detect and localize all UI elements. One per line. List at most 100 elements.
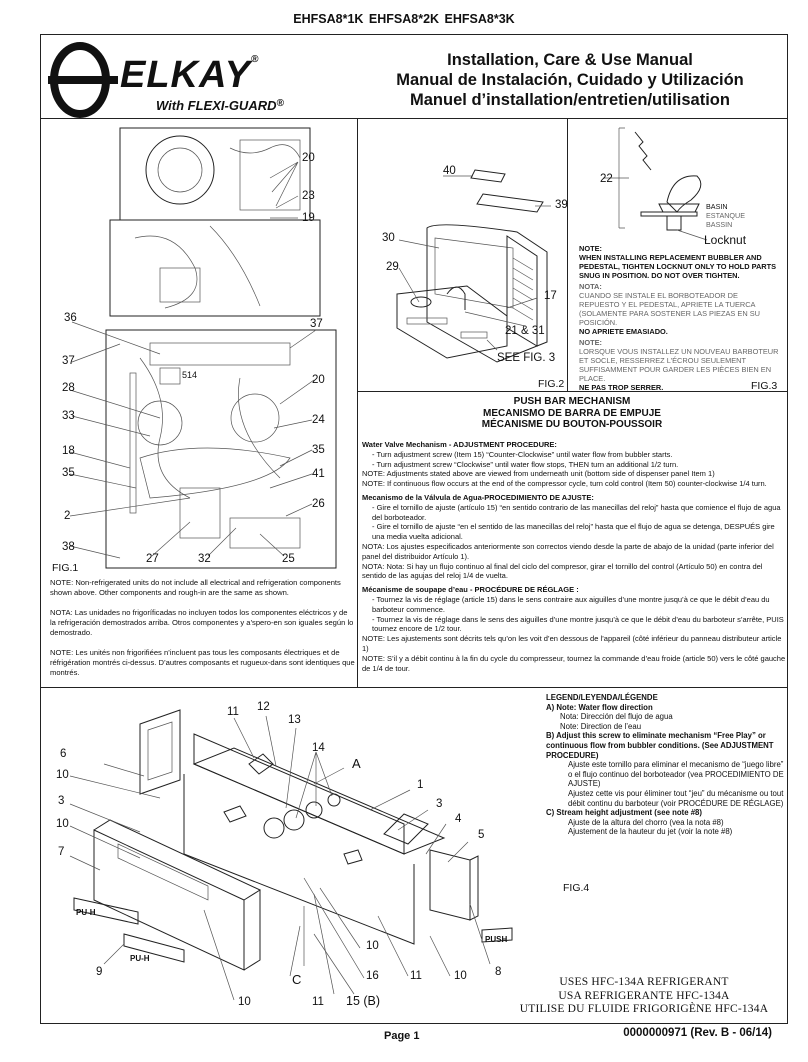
legend-c-es: Ajuste de la altura del chorro (vea la n… — [568, 817, 724, 827]
basin-en: BASIN — [706, 202, 728, 211]
legend: LEGEND/LEYENDA/LÉGENDE A) Note: Water fl… — [546, 693, 786, 837]
fig4-callout-7: 7 — [58, 846, 65, 858]
fig1-callout-35-left: 35 — [62, 467, 75, 479]
legend-a-es: Nota: Dirección del flujo de agua — [560, 712, 673, 722]
en-step-2: - Turn adjustment screw “Clockwise” unti… — [372, 459, 679, 469]
basin-es: ESTANQUE — [706, 211, 746, 220]
fig3-note1-body: WHEN INSTALLING REPLACEMENT BUBBLER AND … — [579, 253, 777, 280]
elkay-logo: ELKAY® With FLEXI-GUARD® — [40, 36, 340, 120]
fig3-note1-head: NOTE: — [579, 244, 602, 253]
fig1-callout-38: 38 — [62, 541, 75, 553]
fig4-callout-3-left: 3 — [58, 795, 65, 807]
fig4-callout-11-top: 11 — [227, 706, 239, 718]
fig1-callout-35-right: 35 — [312, 444, 325, 456]
fig1-callout-18: 18 — [62, 445, 75, 457]
fig4-panel-label-1: PU-H — [76, 908, 96, 917]
fig4-label: FIG.4 — [563, 882, 590, 894]
fr-procedure-head: Mécanisme de soupape d’eau - PROCÉDURE D… — [362, 585, 579, 595]
fig4-callout-15-B: 15 (B) — [346, 994, 381, 1008]
brand-name: ELKAY® — [120, 54, 260, 96]
legend-a-fr: Note: Direction de l’eau — [560, 721, 642, 731]
fr-note-2: NOTE: S’il y a débit continu à la fin du… — [362, 653, 786, 673]
fig1-callout-28: 28 — [62, 382, 75, 394]
fig1-notes: NOTE: Non-refrigerated units do not incl… — [50, 578, 355, 688]
fig1-callout-20-mid: 20 — [312, 374, 325, 386]
fig3-basin-label: BASIN ESTANQUE BASSIN — [706, 202, 745, 229]
fig2-cabinet-diagram — [396, 169, 551, 363]
fig3-notes: NOTE: WHEN INSTALLING REPLACEMENT BUBBLE… — [579, 244, 779, 392]
fig3-note2-head: NOTA: — [579, 282, 602, 291]
title-fr: Manuel d’installation/entretien/utilisat… — [410, 91, 730, 109]
title-es: Manual de Instalación, Cuidado y Utiliza… — [396, 71, 744, 89]
fig3-note2-tail: NO APRIETE EMASIADO. — [579, 327, 668, 336]
fig4-callout-11-bottom: 11 — [312, 996, 324, 1008]
fig3-note3-head: NOTE: — [579, 338, 602, 347]
es-note-1: NOTA: Los ajustes especificados anterior… — [362, 541, 774, 561]
push-bar-heading: PUSH BAR MECHANISM MECANISMO DE BARRA DE… — [358, 396, 786, 431]
fig4-callout-8: 8 — [495, 966, 502, 978]
fig3-note2-body: CUANDO SE INSTALE EL BORBOTEADOR DE REPU… — [579, 291, 760, 327]
fig4-callout-10-a: 10 — [56, 769, 69, 781]
push-bar-heading-fr: MÉCANISME DU BOUTON-POUSSOIR — [481, 419, 663, 430]
fr-step-1: - Tournez la vis de réglage (article 15)… — [372, 594, 770, 614]
title-en: Installation, Care & Use Manual — [447, 51, 693, 69]
fig4-callout-10-e: 10 — [454, 970, 467, 982]
fig4-panel-label-2: PU-H — [130, 954, 150, 963]
en-note-2: NOTE: If continuous flow occurs at the e… — [362, 479, 767, 489]
legend-b-es: Ajuste este tornillo para eliminar el me… — [568, 760, 784, 789]
fig4-callout-4: 4 — [455, 813, 462, 825]
fig4-callout-9: 9 — [96, 966, 103, 978]
fig1-callout-41: 41 — [312, 468, 325, 480]
refrigerant-fr: UTILISE DU FLUIDE FRIGORIGÈNE HFC-134A — [519, 1003, 769, 1015]
push-bar-panel — [357, 391, 788, 688]
push-bar-procedure: Water Valve Mechanism - ADJUSTMENT PROCE… — [362, 436, 786, 673]
en-procedure-head: Water Valve Mechanism - ADJUSTMENT PROCE… — [362, 440, 557, 449]
basin-fr: BASSIN — [706, 220, 733, 229]
fig4-callout-12: 12 — [257, 701, 270, 713]
fig4-callout-14: 14 — [312, 742, 325, 754]
fig1-unit-diagram — [69, 127, 337, 569]
fig4-callout-16: 16 — [366, 970, 379, 982]
fig3-bubbler-diagram — [603, 127, 708, 241]
fig1-callout-19: 19 — [302, 212, 315, 224]
fig4-callout-10-b: 10 — [56, 818, 69, 830]
fig4-callout-3-right: 3 — [436, 798, 443, 810]
fig4-callout-13: 13 — [288, 714, 301, 726]
fig2-callout-39: 39 — [555, 199, 568, 211]
fig2-callout-17: 17 — [544, 290, 557, 302]
fig1-callout-27: 27 — [146, 553, 159, 565]
legend-c-fr: Ajustement de la hauteur du jet (voir la… — [568, 827, 733, 837]
fig1-callout-32: 32 — [198, 553, 211, 565]
fig4-callout-C: C — [292, 972, 302, 987]
fr-note-1: NOTE: Les ajustements sont décrits tels … — [362, 634, 782, 653]
fig1-callout-20-top: 20 — [302, 152, 315, 164]
push-bar-heading-es: MECANISMO DE BARRA DE EMPUJE — [483, 407, 661, 419]
fig2-callout-40: 40 — [443, 165, 456, 177]
es-procedure-head: Mecanismo de la Válvula de Agua-PROCEDIM… — [362, 492, 594, 502]
en-step-1: - Turn adjustment screw (Item 15) “Count… — [372, 449, 673, 459]
fig1-note-fr: NOTE: Les unités non frigorifiées n’incl… — [50, 648, 355, 677]
fig1-label: FIG.1 — [52, 562, 79, 574]
fig1-callout-37-right: 37 — [310, 318, 323, 330]
fig1-note-es: NOTA: Las unidades no frigoríficadas no … — [50, 608, 354, 637]
fig2-label: FIG.2 — [538, 378, 565, 390]
es-note-2: NOTA: Nota: Si hay un flujo continuo al … — [362, 561, 763, 581]
legend-b-head: B) Adjust this screw to eliminate mechan… — [546, 731, 774, 760]
fig4-push-bar-exploded-diagram — [69, 709, 513, 1001]
document-number: 0000000971 (Rev. B - 06/14) — [623, 1027, 772, 1039]
fig2-callout-30: 30 — [382, 232, 395, 244]
refrigerant-es: USA REFRIGERANTE HFC-134A — [558, 989, 730, 1002]
refrigerant-notice: USES HFC-134A REFRIGERANT USA REFRIGERAN… — [494, 976, 794, 1017]
fig1-callout-24: 24 — [312, 414, 325, 426]
refrigerant-en: USES HFC-134A REFRIGERANT — [559, 976, 729, 988]
fig1-callout-23: 23 — [302, 190, 315, 202]
fr-step-2: - Tournez la vis de réglage dans le sens… — [372, 614, 784, 634]
fig1-callout-37-left: 37 — [62, 355, 75, 367]
fig3-note3-body: LORSQUE VOUS INSTALLEZ UN NOUVEAU BARBOT… — [579, 347, 779, 383]
fig2-callout-21-31: 21 & 31 — [505, 325, 545, 337]
fig4-callout-1: 1 — [417, 779, 424, 791]
push-bar-heading-en: PUSH BAR MECHANISM — [513, 396, 631, 407]
fig1-note-en: NOTE: Non-refrigerated units do not incl… — [50, 578, 341, 597]
fig1-callout-2: 2 — [64, 510, 71, 522]
fig3-label: FIG.3 — [751, 380, 778, 392]
